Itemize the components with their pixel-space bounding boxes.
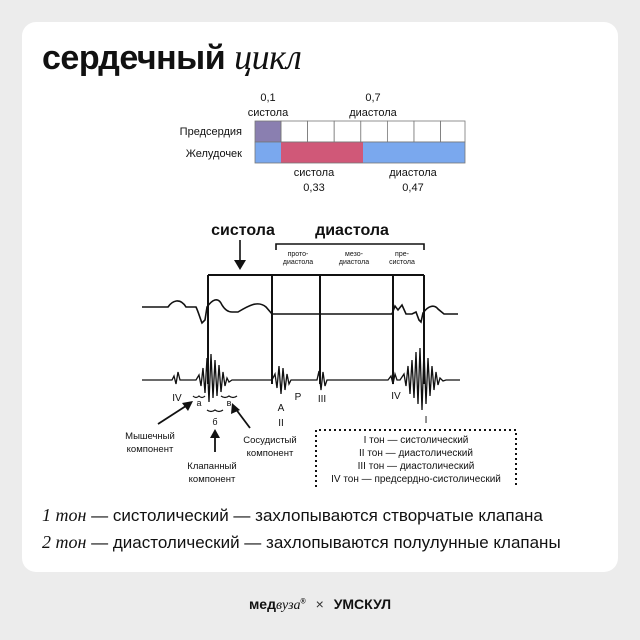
atria-diastole-cells: [280, 120, 466, 143]
legend-tone-1: I тон — систолический: [364, 435, 469, 446]
note-line-2: 2 тон — диастолический — захлопываются п…: [42, 529, 561, 556]
note-2-tone: 2 тон: [42, 532, 87, 552]
tone-iv-right-label: IV: [391, 391, 401, 402]
timing-chart: 0,1 систола 0,7 диастола Предсердия Желу…: [180, 92, 466, 194]
title-italic: цикл: [234, 37, 302, 77]
phonocardiogram: систола диастола прото- диастола мезо- д…: [125, 222, 517, 487]
atria-systole-label: систола: [248, 107, 289, 119]
legend-tone-3: III тон — диастолический: [358, 461, 475, 472]
phase-systole-label: систола: [211, 222, 275, 239]
note-2-text: — диастолический — захлопываются полулун…: [86, 533, 561, 552]
component-b-letter: б: [212, 417, 217, 427]
ventricle-systole-segment: [281, 142, 363, 163]
vascular-component-line1: Сосудистый: [243, 435, 296, 446]
tone-i-label: I: [425, 415, 428, 426]
component-v-letter: в: [227, 398, 232, 408]
protodiastole-line2: диастола: [283, 259, 313, 266]
brace-b: [206, 409, 224, 413]
tone-ii-label: II: [278, 418, 284, 429]
ventricle-systole-label: систола: [294, 167, 335, 179]
mesodiastole-line1: мезо-: [345, 251, 364, 258]
pressure-curve: [142, 299, 458, 325]
vascular-component-line2: компонент: [247, 448, 294, 459]
presystole-line1: пре-: [395, 251, 410, 258]
muscle-arrow: [157, 403, 190, 425]
tone-iii-label: III: [318, 394, 326, 405]
footer-brand: медвуза® × УМСКУЛ: [0, 596, 640, 614]
legend-tone-4: IV тон — предсердно-систолический: [331, 474, 501, 485]
atria-systole-value: 0,1: [260, 92, 275, 104]
valve-component-line2: компонент: [189, 474, 236, 485]
atria-diastole-label: диастола: [349, 107, 397, 119]
brand-umskul: УМСКУЛ: [333, 596, 392, 612]
ventricle-diastole-value: 0,47: [402, 182, 423, 194]
ventricle-diastole-segment: [363, 142, 465, 163]
muscle-component-line2: компонент: [127, 444, 174, 455]
brand-medvuza: медвуза®: [248, 596, 306, 613]
legend-box: [315, 429, 517, 487]
tone-p-label: P: [295, 392, 302, 403]
cycle-frame: [207, 274, 425, 384]
page-title: сердечный цикл: [42, 36, 302, 78]
diastole-bracket: [275, 243, 425, 250]
atria-row-label: Предсердия: [180, 126, 242, 138]
tone-a-label: A: [278, 403, 285, 414]
title-main: сердечный: [42, 39, 226, 77]
note-line-1: 1 тон — систолический — захлопываются ст…: [42, 502, 561, 529]
ventricle-diastole-label: диастола: [389, 167, 437, 179]
brace-v: [220, 395, 238, 399]
ventricle-diastole-left-segment: [255, 142, 281, 163]
presystole-line2: систола: [389, 259, 415, 266]
atria-diastole-value: 0,7: [365, 92, 380, 104]
phase-diastole-label: диастола: [315, 222, 389, 239]
notes: 1 тон — систолический — захлопываются ст…: [42, 502, 561, 556]
note-1-tone: 1 тон: [42, 505, 87, 525]
component-a-letter: а: [196, 398, 201, 408]
valve-component-line1: Клапанный: [187, 461, 236, 472]
ventricle-systole-value: 0,33: [303, 182, 324, 194]
protodiastole-line1: прото-: [288, 251, 309, 258]
note-1-text: — систолический — захлопываются створчат…: [86, 506, 543, 525]
mesodiastole-line2: диастола: [339, 259, 369, 266]
brace-a: [192, 395, 206, 399]
heart-sound-trace: [142, 347, 460, 411]
legend-tone-2: II тон — диастолический: [359, 448, 473, 459]
atria-systole-segment: [255, 121, 281, 142]
tone-iv-left: IV: [172, 393, 182, 404]
ventricle-row-label: Желудочек: [186, 148, 242, 160]
brand-separator: ×: [315, 596, 324, 612]
muscle-component-line1: Мышечный: [125, 431, 175, 442]
vascular-arrow: [234, 407, 251, 429]
